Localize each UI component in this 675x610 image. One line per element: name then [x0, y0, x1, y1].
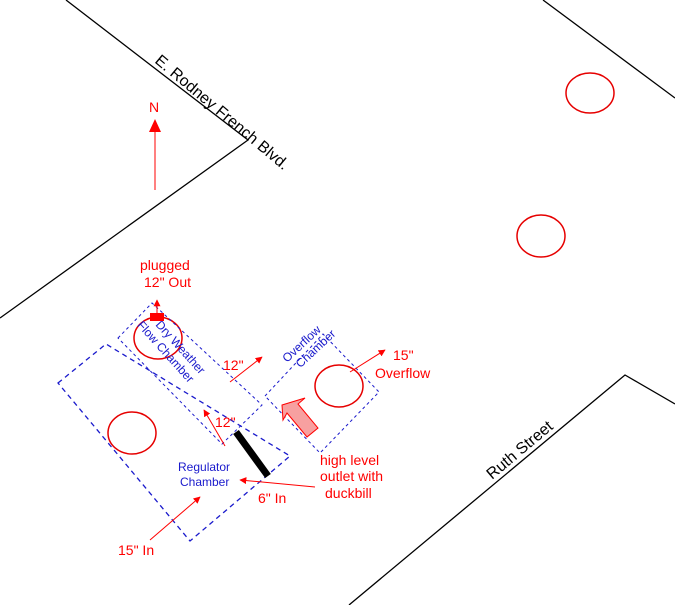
plug-block [150, 313, 164, 321]
inflow-15-arrow [149, 496, 201, 541]
north-label: N [149, 99, 159, 115]
outlet-label-line3: duckbill [325, 485, 372, 501]
plugged-label: plugged [140, 257, 190, 273]
overflow-15-label: Overflow [375, 365, 431, 381]
manhole-circle [107, 411, 157, 455]
pipe-12-lower-label: 12" [215, 414, 236, 430]
inflow-15-label: 15" In [118, 542, 154, 558]
manhole-circle [565, 72, 615, 114]
regulator-weir-bar [233, 429, 271, 479]
regulator-chamber-label-line2: Chamber [180, 475, 229, 489]
dry-weather-flow-chamber-outline [117, 302, 263, 445]
outlet-label-line2: outlet with [320, 468, 383, 484]
overflow-15-size-label: 15" [393, 347, 414, 363]
high-level-outlet-arrow [281, 397, 319, 438]
manhole-circle [314, 364, 364, 408]
rodney-french-opposite-curb-line [542, 0, 675, 99]
overflow-15-arrow [349, 349, 386, 373]
ruth-street-label: Ruth Street [484, 418, 557, 483]
manhole-circle [516, 214, 566, 258]
regulator-chamber-label-line1: Regulator [178, 460, 230, 474]
pipe-12-lower-arrow [203, 409, 226, 447]
regulator-chamber-outline [57, 343, 292, 542]
pipe-12-upper-label: 12" [223, 357, 244, 373]
inflow-6-label: 6" In [258, 490, 286, 506]
north-arrow: N [149, 99, 161, 190]
overflow-chamber-outline [264, 333, 380, 454]
rodney-french-curb-line [0, 0, 250, 319]
ruth-street-curb-line [348, 374, 675, 606]
rodney-french-street-label: E. Rodney French Blvd. [151, 52, 291, 174]
inflow-6-arrow [239, 477, 316, 488]
outlet-label-line1: high level [320, 452, 379, 468]
plugged-size-label: 12" Out [144, 274, 191, 290]
plugged-outlet: plugged 12" Out [140, 257, 191, 321]
north-arrow-head [149, 119, 161, 132]
pipe-12-upper-arrow [229, 356, 263, 383]
